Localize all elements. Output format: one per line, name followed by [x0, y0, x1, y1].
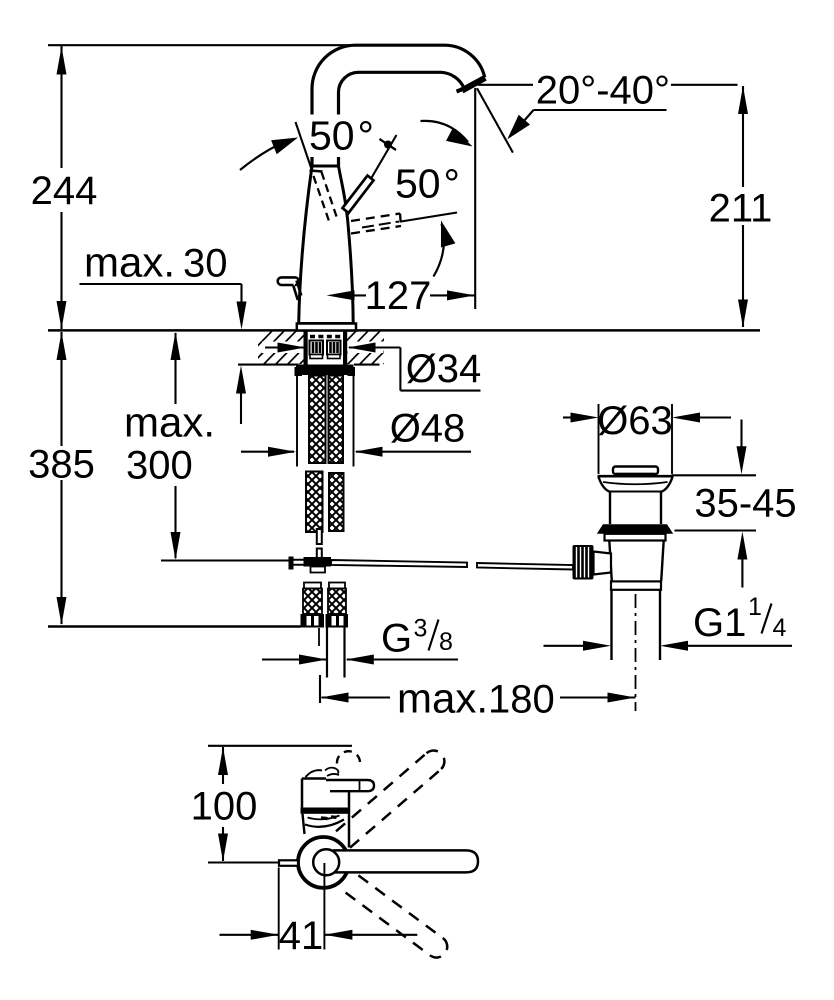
- svg-text:244: 244: [31, 169, 98, 213]
- svg-text:max.: max.: [397, 675, 488, 722]
- svg-text:max.: max.: [84, 239, 175, 286]
- svg-text:3: 3: [414, 615, 428, 643]
- svg-text:Ø63: Ø63: [597, 399, 673, 443]
- svg-text:4: 4: [773, 614, 787, 642]
- svg-text:8: 8: [439, 628, 453, 656]
- svg-text:max.: max.: [124, 399, 215, 446]
- svg-text:41: 41: [279, 914, 324, 958]
- svg-text:385: 385: [28, 442, 95, 486]
- svg-text:20°-40°: 20°-40°: [536, 69, 670, 113]
- svg-text:35-45: 35-45: [694, 482, 796, 526]
- svg-text:180: 180: [488, 678, 555, 722]
- svg-text:127: 127: [365, 274, 432, 318]
- svg-text:300: 300: [126, 444, 193, 488]
- svg-text:G: G: [381, 617, 412, 661]
- svg-text:211: 211: [709, 187, 773, 231]
- svg-text:G1: G1: [693, 601, 746, 645]
- svg-text:50: 50: [309, 113, 355, 159]
- svg-text:°: °: [444, 161, 460, 207]
- svg-text:100: 100: [191, 785, 258, 829]
- svg-text:50: 50: [395, 161, 441, 207]
- svg-text:°: °: [358, 113, 374, 159]
- svg-text:Ø48: Ø48: [390, 407, 466, 451]
- svg-text:30: 30: [183, 242, 228, 286]
- svg-text:1: 1: [748, 593, 762, 621]
- svg-text:Ø34: Ø34: [406, 347, 482, 391]
